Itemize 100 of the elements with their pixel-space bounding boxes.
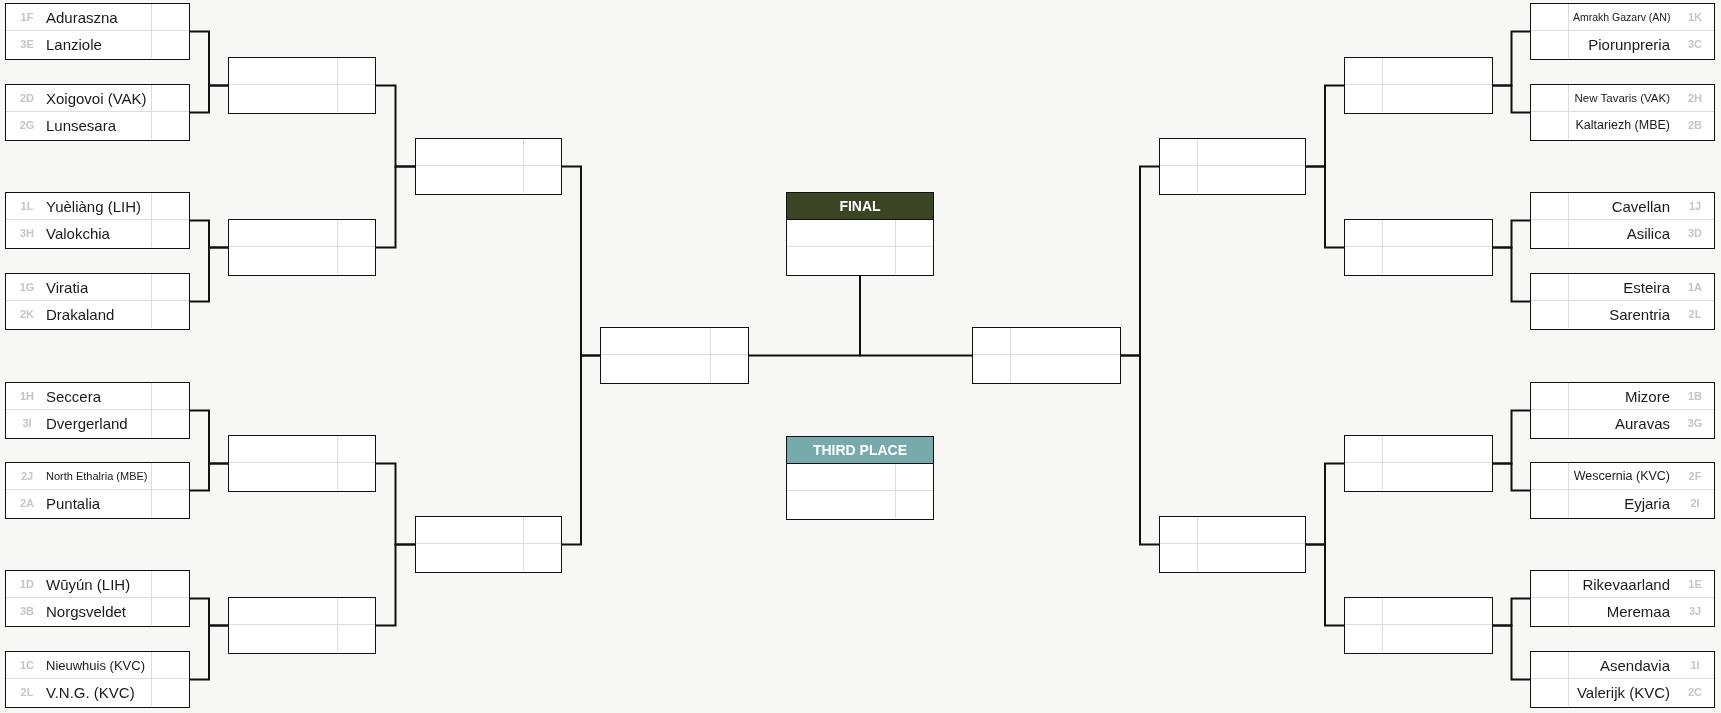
seed-label: 1D <box>18 577 36 592</box>
seed-label: 1F <box>19 10 35 25</box>
team-name: Puntalia <box>46 494 101 514</box>
bracket-line <box>1492 462 1531 492</box>
team-name: Eyjaria <box>1624 494 1670 514</box>
match-box <box>5 570 190 627</box>
team-name: Lunsesara <box>46 116 117 136</box>
team-name: Rikevaarland <box>1582 575 1670 595</box>
seed-label: 2D <box>18 91 36 106</box>
team-name: Esteira <box>1623 278 1670 298</box>
match-box <box>1344 435 1493 492</box>
seed-label: 3D <box>1686 226 1704 241</box>
seed-label: 2L <box>1687 307 1703 322</box>
match-card <box>786 436 934 520</box>
match-box <box>600 327 749 384</box>
seed-label: 1I <box>1689 658 1701 673</box>
team-name: Yuèliàng (LIH) <box>46 197 142 217</box>
seed-label: 1A <box>1686 280 1704 295</box>
match-box <box>972 327 1121 384</box>
team-name: Xoigovoi (VAK) <box>46 89 147 109</box>
match-box <box>1344 57 1493 114</box>
seed-label: 2G <box>18 118 36 133</box>
bracket-line <box>189 246 229 303</box>
match-box <box>1530 84 1715 141</box>
seed-label: 1J <box>1687 199 1703 214</box>
match-box <box>415 138 562 195</box>
seed-label: 3J <box>1687 604 1703 619</box>
match-card <box>786 192 934 276</box>
match-box <box>5 84 190 141</box>
team-name: Valokchia <box>46 224 110 244</box>
match-box <box>5 651 190 708</box>
seed-label: 3H <box>18 226 36 241</box>
match-box <box>1530 570 1715 627</box>
team-name: Cavellan <box>1611 197 1670 217</box>
seed-label: 3G <box>1686 416 1704 431</box>
team-name: Wescernia (KVC) <box>1573 468 1670 485</box>
round-heading: FINAL <box>787 193 933 220</box>
round-heading: THIRD PLACE <box>787 437 933 464</box>
team-name: Meremaa <box>1606 602 1670 622</box>
team-name: Amrakh Gazarv (AN) <box>1573 10 1670 25</box>
team-name: Auravas <box>1614 414 1670 434</box>
seed-label: 1K <box>1686 10 1704 25</box>
bracket-line <box>1305 543 1345 627</box>
seed-label: 2H <box>1686 91 1704 106</box>
bracket-line <box>1120 354 1160 546</box>
bracket-line <box>189 624 229 681</box>
team-name: New Tavaris (VAK) <box>1574 91 1670 106</box>
match-box <box>1159 138 1306 195</box>
match-box <box>1530 3 1715 60</box>
match-box <box>1530 651 1715 708</box>
team-name: Valerijk (KVC) <box>1576 683 1670 703</box>
seed-label: 1G <box>18 280 36 295</box>
match-box <box>1530 462 1715 519</box>
match-box <box>5 382 190 439</box>
match-box <box>1530 382 1715 439</box>
match-box <box>228 435 376 492</box>
seed-label: 1E <box>1687 577 1703 592</box>
seed-label: 3E <box>19 37 35 52</box>
match-box <box>5 462 190 519</box>
team-name: Sarentria <box>1609 305 1670 325</box>
match-box <box>1344 597 1493 654</box>
match-box <box>228 219 376 276</box>
bracket-line <box>1492 624 1531 681</box>
seed-label: 2I <box>1689 496 1701 511</box>
team-name: Drakaland <box>46 305 115 325</box>
team-name: Asilica <box>1626 224 1670 244</box>
match-box <box>1344 219 1493 276</box>
team-name: Kaltariezh (MBE) <box>1575 117 1670 134</box>
match-box <box>1159 516 1306 573</box>
seed-label: 1H <box>18 389 36 404</box>
bracket-line <box>189 462 229 492</box>
team-name: North Ethalria (MBE) <box>46 469 147 484</box>
team-name: Mizore <box>1625 387 1670 407</box>
seed-label: 2B <box>1686 118 1704 133</box>
team-name: Asendavia <box>1599 656 1670 676</box>
team-name: Seccera <box>46 387 102 407</box>
match-box <box>415 516 562 573</box>
seed-label: 2A <box>18 496 36 511</box>
match-box <box>228 57 376 114</box>
team-name: Norgsveldet <box>46 602 127 622</box>
seed-label: 2F <box>1687 469 1703 484</box>
team-name: Aduraszna <box>46 8 118 28</box>
match-box <box>228 597 376 654</box>
bracket-line <box>1492 246 1531 303</box>
bracket-line <box>1305 165 1345 249</box>
team-name: Lanziole <box>46 35 102 55</box>
bracket-line <box>375 165 416 249</box>
seed-label: 1C <box>18 658 36 673</box>
match-box <box>5 273 190 330</box>
team-name: Dvergerland <box>46 414 128 434</box>
seed-label: 1B <box>1686 389 1704 404</box>
bracket-line <box>859 275 973 357</box>
match-box <box>1530 273 1715 330</box>
team-name: Viratia <box>46 278 89 298</box>
seed-label: 3B <box>18 604 36 619</box>
seed-label: 2K <box>18 307 36 322</box>
team-name: Piorunpreria <box>1588 35 1670 55</box>
team-name: Wūyún (LIH) <box>46 575 131 595</box>
match-box <box>5 192 190 249</box>
match-box <box>1530 192 1715 249</box>
